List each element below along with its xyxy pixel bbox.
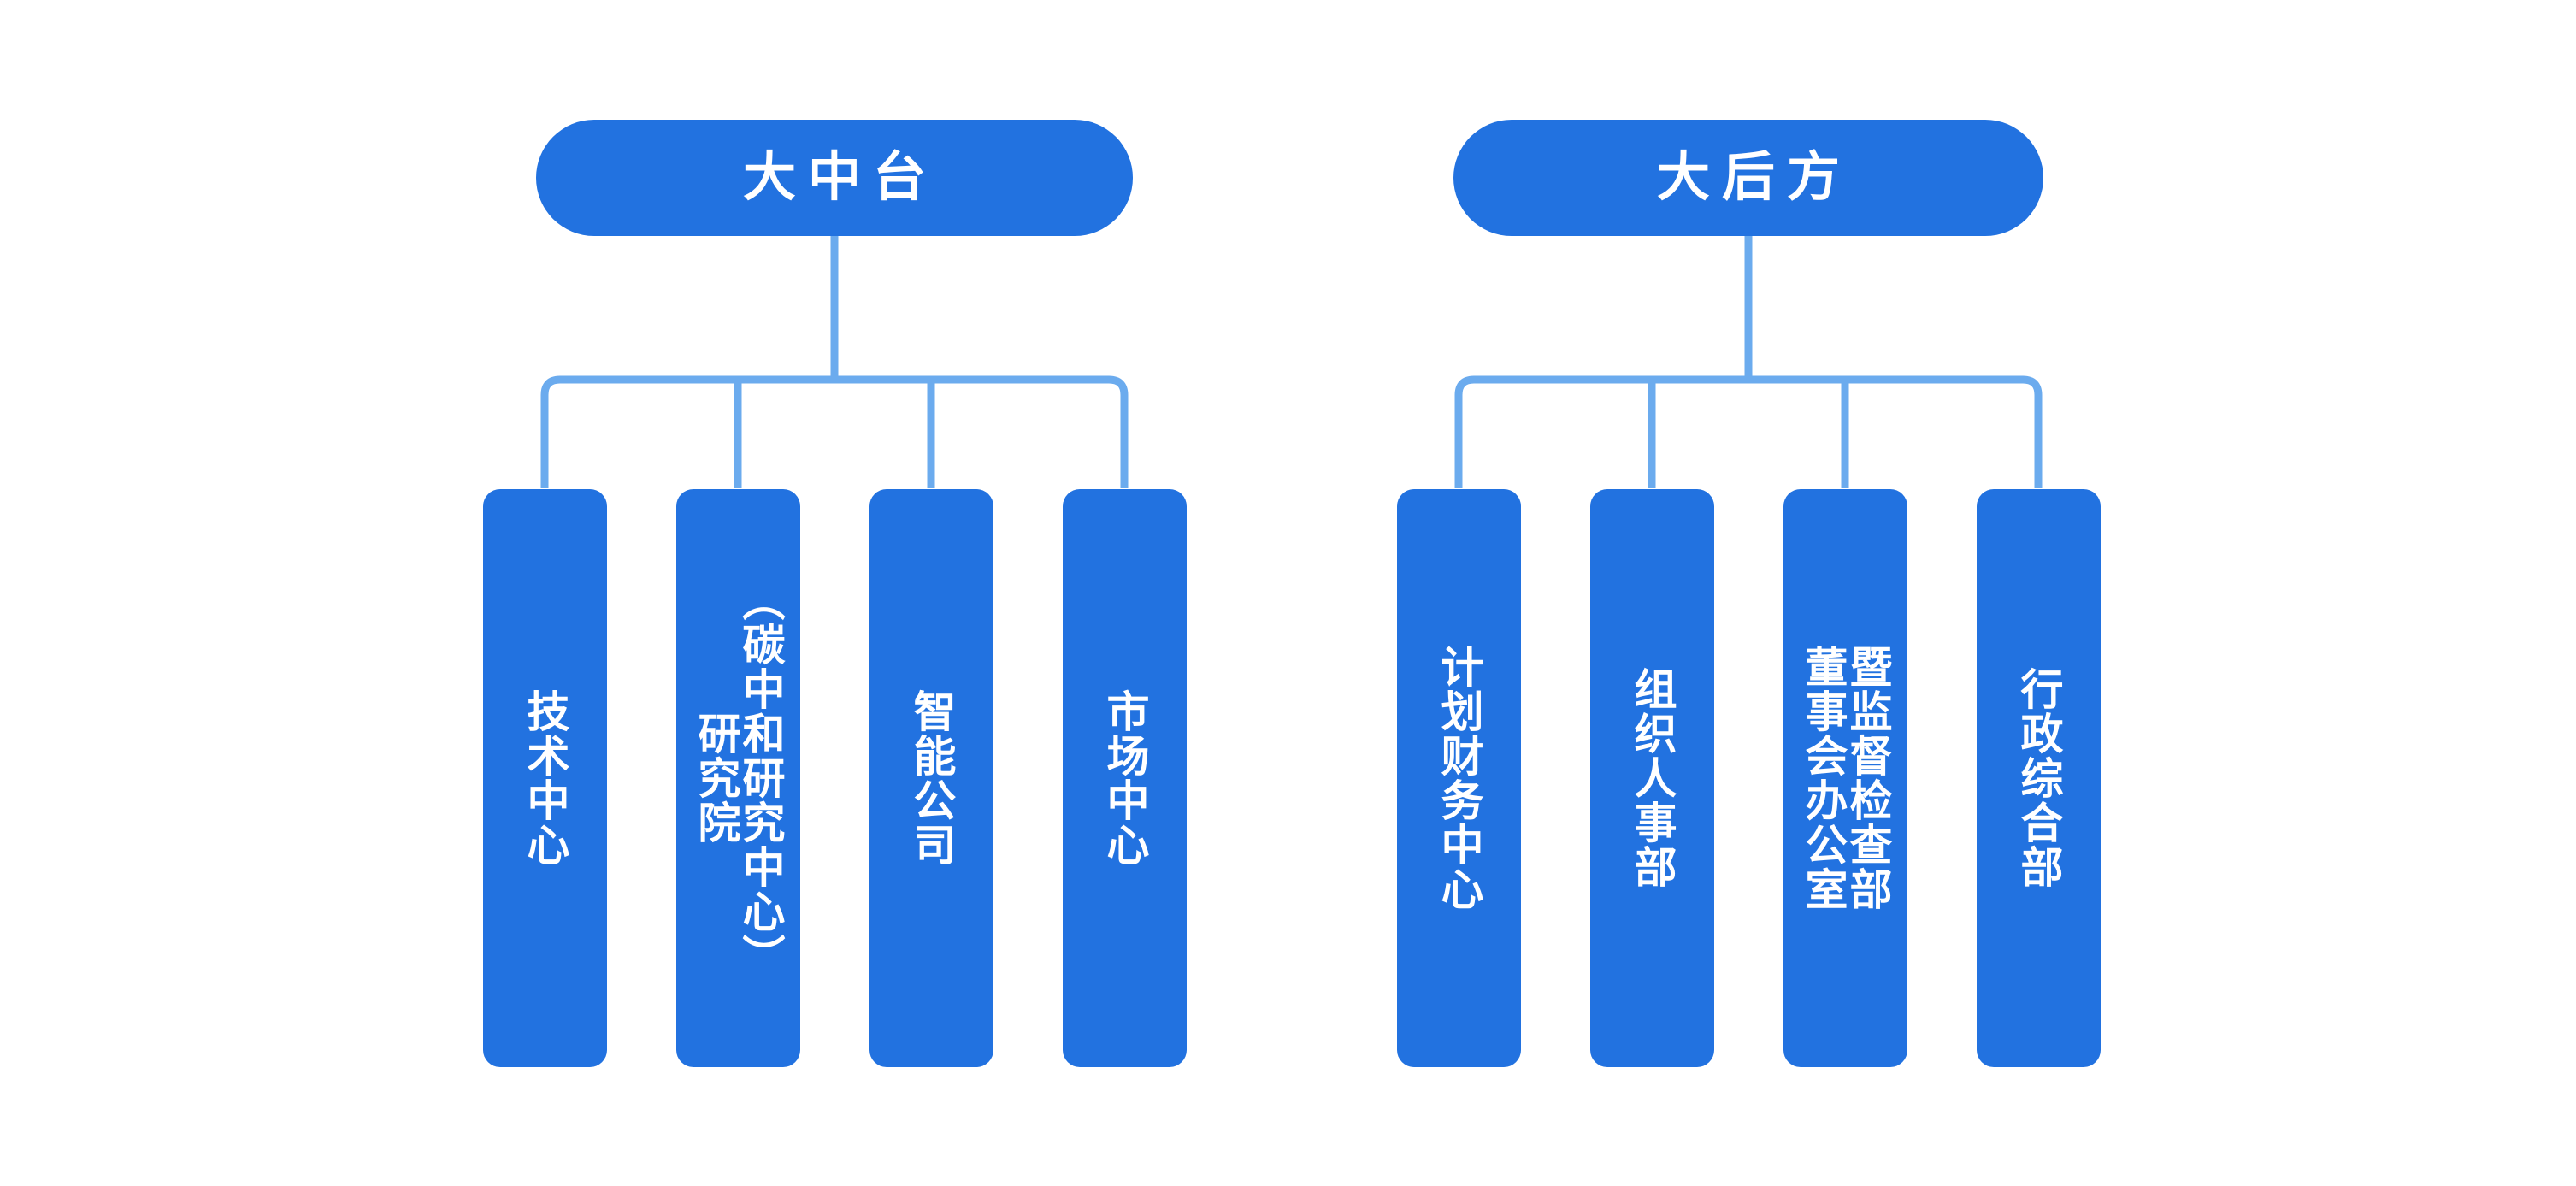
group-header-houfang[interactable]: 大后方 <box>1453 120 2043 236</box>
org-node-xingzheng[interactable]: 行政综合部 <box>1977 489 2101 1067</box>
org-node-label-col2: 董事会办公室 <box>1799 645 1848 912</box>
org-node-zuzhi-renshi[interactable]: 组织人事部 <box>1590 489 1714 1067</box>
org-node-label-col1: 暨监督检查部 <box>1843 645 1892 912</box>
org-node-zhineng-gongsi[interactable]: 智能公司 <box>869 489 993 1067</box>
group-header-zhongtai[interactable]: 大中台 <box>536 120 1133 236</box>
org-node-label-col1: （碳中和研究中心） <box>736 578 785 978</box>
org-node-label: 市场中心 <box>1100 689 1149 867</box>
group-header-label: 大后方 <box>1656 148 1852 207</box>
org-node-jishu-zhongxin[interactable]: 技术中心 <box>483 489 607 1067</box>
org-node-dongshihui[interactable]: 暨监督检查部 董事会办公室 <box>1783 489 1907 1067</box>
org-node-label: 智能公司 <box>907 689 956 867</box>
group-header-label: 大中台 <box>742 148 938 207</box>
org-node-label-col2: 研究院 <box>692 711 740 845</box>
org-node-label: 计划财务中心 <box>1435 645 1483 912</box>
org-node-label: 行政综合部 <box>2014 667 2063 889</box>
org-node-label: 组织人事部 <box>1628 667 1677 889</box>
org-node-label: 技术中心 <box>521 689 569 867</box>
org-node-shichang-zhongxin[interactable]: 市场中心 <box>1063 489 1187 1067</box>
org-node-yanjiuyuan[interactable]: （碳中和研究中心） 研究院 <box>676 489 800 1067</box>
org-node-jihua-caiwu[interactable]: 计划财务中心 <box>1397 489 1521 1067</box>
